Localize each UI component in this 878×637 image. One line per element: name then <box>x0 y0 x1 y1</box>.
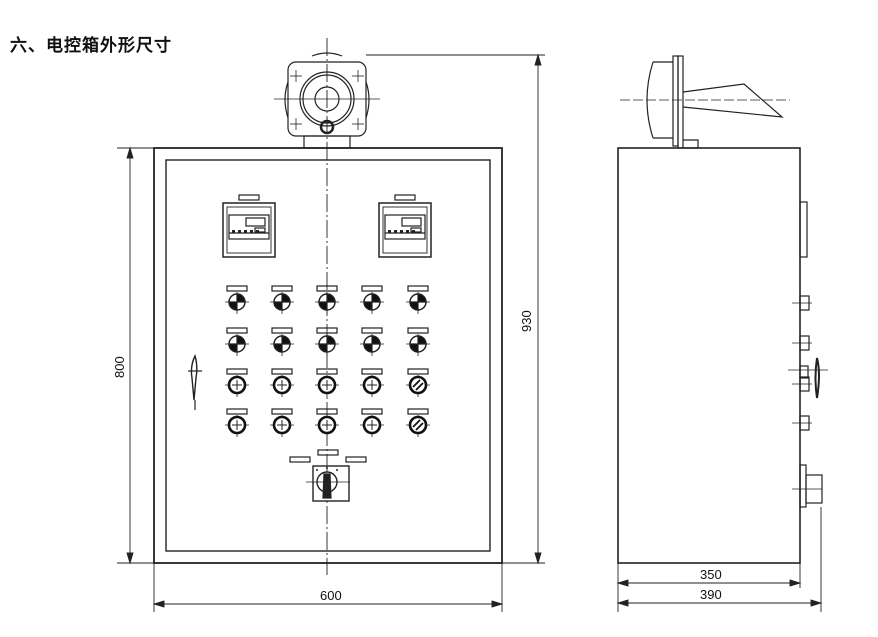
indicator-light-icon <box>360 327 384 356</box>
front-view <box>153 38 503 575</box>
label-overall-height: 930 <box>519 310 534 332</box>
dimension-width-600 <box>152 563 504 612</box>
label-width: 600 <box>320 588 342 603</box>
section-title: 六、电控箱外形尺寸 <box>10 36 172 56</box>
push-button-icon <box>360 408 384 437</box>
indicator-light-icon <box>315 327 339 356</box>
indicator-light-icon <box>270 285 294 314</box>
push-button-icon <box>406 408 430 437</box>
dimension-height-800 <box>117 146 154 565</box>
indicator-light-icon <box>225 285 249 314</box>
door-handle-icon <box>188 354 202 410</box>
label-height: 800 <box>112 356 127 378</box>
display-meter-left <box>222 194 276 258</box>
push-button-icon <box>225 408 249 437</box>
selector-switch-icon <box>289 449 367 502</box>
button-grid <box>225 285 430 437</box>
indicator-light-icon <box>315 285 339 314</box>
dimension-depth-350 <box>616 563 802 612</box>
push-button-icon <box>406 368 430 397</box>
alarm-beacon-icon <box>274 52 380 149</box>
indicator-light-icon <box>225 327 249 356</box>
push-button-icon <box>315 408 339 437</box>
push-button-icon <box>270 368 294 397</box>
indicator-light-icon <box>406 327 430 356</box>
push-button-icon <box>315 368 339 397</box>
side-cabinet-body <box>617 147 801 564</box>
cabinet-door <box>165 159 491 552</box>
indicator-light-icon <box>360 285 384 314</box>
beacon-side-icon <box>620 55 790 149</box>
indicator-light-icon <box>406 285 430 314</box>
side-view <box>617 55 828 564</box>
dimension-depth-390 <box>616 507 823 612</box>
side-components <box>788 201 828 508</box>
label-overall-depth: 390 <box>700 587 722 602</box>
label-depth: 350 <box>700 567 722 582</box>
push-button-icon <box>225 368 249 397</box>
indicator-light-icon <box>270 327 294 356</box>
push-button-icon <box>270 408 294 437</box>
push-button-icon <box>360 368 384 397</box>
dimension-height-930 <box>366 53 545 565</box>
display-meter-right <box>378 194 432 258</box>
